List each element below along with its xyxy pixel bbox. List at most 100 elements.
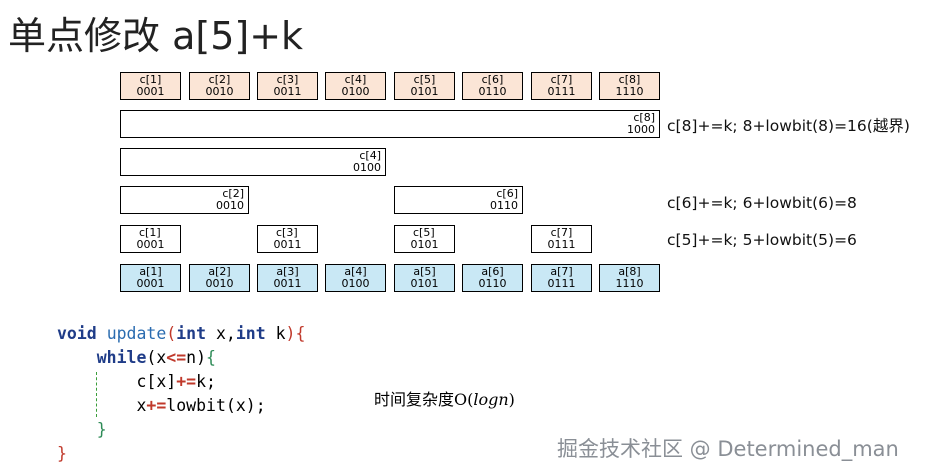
tree-c2-bin: 0010 [216, 199, 244, 212]
a4-name: a[4] [344, 265, 367, 278]
code-kw-int-2: int [235, 324, 266, 343]
tree-c4-name: c[4] [359, 149, 381, 162]
code-line-3: c[x]+=k; [57, 372, 216, 391]
code-paren-open: ( [166, 324, 177, 343]
code-while-x: x [156, 348, 167, 367]
complexity-o: O( [454, 390, 474, 409]
code-while-op: <= [166, 348, 187, 367]
code-kw-int-1: int [176, 324, 207, 343]
a6-bin: 0110 [478, 277, 507, 290]
code-fn-update: update [106, 324, 167, 343]
code-line-5: } [57, 420, 107, 439]
tree-c6-name: c[6] [496, 187, 518, 200]
tree-c8-bin: 1000 [627, 123, 655, 136]
tree-c6-box: c[6] 0110 [394, 186, 523, 214]
a2-box: a[2] 0010 [189, 264, 250, 292]
code-line-1: void update(int x,int k){ [57, 324, 305, 343]
code-while-close: ) [196, 348, 207, 367]
top-c4-bin: 0100 [341, 85, 370, 98]
tree-c4-bin: 0100 [353, 161, 381, 174]
code-param-x: x, [206, 324, 236, 343]
note-c8: c[8]+=k; 8+lowbit(8)=16(越界) [667, 117, 910, 135]
complexity-close: ) [508, 390, 515, 409]
tree-c7-name: c[7] [550, 226, 573, 239]
tree-c8-name: c[8] [633, 111, 655, 124]
complexity-logn: logn [473, 390, 509, 409]
tree-c7-bin: 0111 [547, 238, 576, 251]
a5-name: a[5] [413, 265, 436, 278]
code-brace-open-2: { [206, 348, 216, 367]
top-c7-bin: 0111 [547, 85, 576, 98]
top-c1-box: c[1] 0001 [120, 72, 181, 100]
a1-name: a[1] [139, 265, 162, 278]
top-c3-name: c[3] [276, 73, 299, 86]
a6-box: a[6] 0110 [462, 264, 523, 292]
code-k-semi: k; [196, 372, 216, 391]
code-line-6: } [57, 444, 67, 463]
top-c3-bin: 0011 [273, 85, 302, 98]
code-brace-open-1: { [295, 324, 306, 343]
top-c1-bin: 0001 [136, 85, 165, 98]
a5-bin: 0101 [410, 277, 439, 290]
tree-c5-box: c[5] 0101 [394, 225, 455, 253]
top-c4-box: c[4] 0100 [325, 72, 386, 100]
code-plus-eq-1: += [176, 372, 197, 391]
code-c-x: c[x] [136, 372, 177, 391]
a7-name: a[7] [550, 265, 573, 278]
tree-c3-name: c[3] [276, 226, 298, 239]
a7-bin: 0111 [547, 277, 576, 290]
top-c5-bin: 0101 [410, 85, 439, 98]
top-c7-box: c[7] 0111 [531, 72, 592, 100]
tree-c3-box: c[3] 0011 [257, 225, 318, 253]
top-c4-name: c[4] [344, 73, 367, 86]
code-block: void update(int x,int k){ while(x<=n){ c… [57, 322, 305, 466]
a5-box: a[5] 0101 [394, 264, 455, 292]
top-c5-box: c[5] 0101 [394, 72, 455, 100]
a1-bin: 0001 [136, 277, 165, 290]
top-c8-box: c[8] 1110 [599, 72, 660, 100]
a4-box: a[4] 0100 [325, 264, 386, 292]
a3-name: a[3] [276, 265, 299, 278]
a7-box: a[7] 0111 [531, 264, 592, 292]
note-c6: c[6]+=k; 6+lowbit(6)=8 [667, 194, 857, 212]
top-c7-name: c[7] [550, 73, 573, 86]
top-c2-name: c[2] [208, 73, 231, 86]
code-line-4: x+=lowbit(x); [57, 396, 265, 415]
a1-box: a[1] 0001 [120, 264, 181, 292]
a8-name: a[8] [618, 265, 641, 278]
tree-c1-bin: 0001 [136, 238, 165, 251]
code-x: x [136, 396, 147, 415]
a6-name: a[6] [481, 265, 504, 278]
tree-c1-box: c[1] 0001 [120, 225, 181, 253]
code-line-2: while(x<=n){ [57, 348, 216, 367]
a2-bin: 0010 [205, 277, 234, 290]
a8-box: a[8] 1110 [599, 264, 660, 292]
tree-c4-box: c[4] 0100 [120, 148, 386, 176]
page-title: 单点修改 a[5]+k [8, 14, 304, 58]
top-c2-box: c[2] 0010 [189, 72, 250, 100]
tree-c3-bin: 0011 [273, 238, 302, 251]
top-c2-bin: 0010 [205, 85, 234, 98]
code-indent-guide [96, 372, 97, 417]
a3-bin: 0011 [273, 277, 302, 290]
code-kw-while: while [96, 348, 147, 367]
code-brace-close-2: } [96, 420, 107, 439]
code-kw-void: void [57, 324, 97, 343]
top-c1-name: c[1] [139, 73, 162, 86]
a2-name: a[2] [208, 265, 231, 278]
top-c6-bin: 0110 [478, 85, 507, 98]
note-c5: c[5]+=k; 5+lowbit(5)=6 [667, 231, 857, 249]
tree-c5-name: c[5] [413, 226, 435, 239]
tree-c5-bin: 0101 [410, 238, 439, 251]
code-plus-eq-2: += [146, 396, 167, 415]
top-c8-name: c[8] [618, 73, 641, 86]
top-c3-box: c[3] 0011 [257, 72, 318, 100]
code-while-n: n [186, 348, 197, 367]
top-c6-name: c[6] [481, 73, 504, 86]
complexity-note: 时间复杂度O(logn) [374, 386, 515, 410]
tree-c8-box: c[8] 1000 [120, 110, 660, 138]
a4-bin: 0100 [341, 277, 370, 290]
code-paren-close: ) [285, 324, 296, 343]
code-brace-close-1: } [57, 444, 67, 463]
tree-c2-name: c[2] [222, 187, 244, 200]
